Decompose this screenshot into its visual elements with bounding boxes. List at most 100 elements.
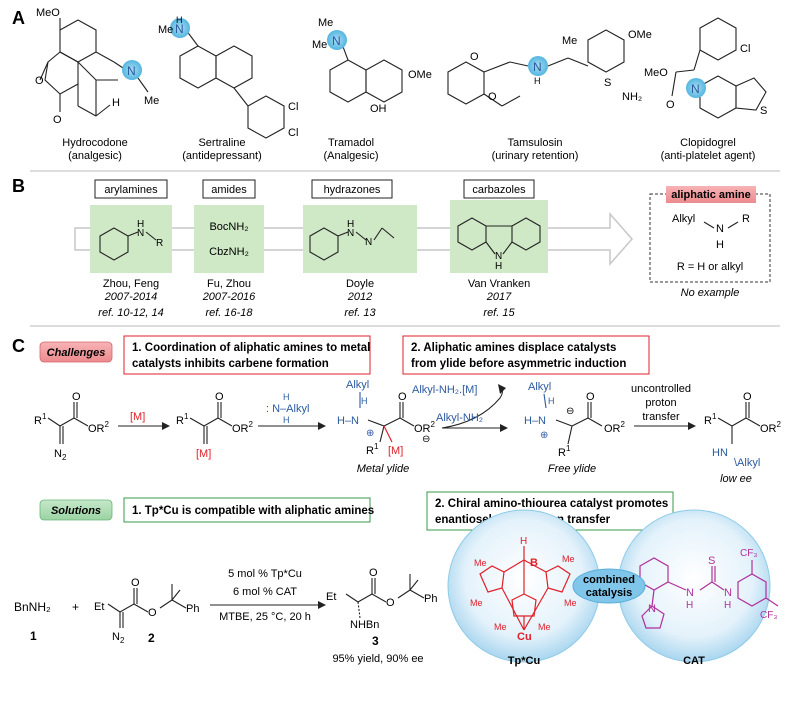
tpcu-label: Tp*Cu [508, 655, 540, 667]
condition-1: 5 mol % Tp*Cu [228, 568, 302, 580]
hydrocodone-structure [39, 18, 149, 117]
solution-1-text: 1. Tp*Cu is compatible with aliphatic am… [132, 505, 374, 517]
metal-label-1: [M] [130, 411, 145, 423]
free-ylide-h: H [548, 396, 555, 406]
challenges-tag [39, 341, 113, 363]
citation-authors-1: Zhou, Feng [103, 278, 159, 290]
free-ylide-r1: R1 [558, 444, 571, 459]
drug-use-3: (Analgesic) [323, 150, 378, 162]
sertraline-n: N [175, 22, 184, 36]
metal-ylide-o: O [398, 391, 407, 403]
tramadol-oh: OH [370, 103, 387, 115]
cat-n1: N [686, 587, 694, 599]
condition-3: MTBE, 25 °C, 20 h [219, 611, 311, 623]
drug-name-4: Tamsulosin [507, 137, 562, 149]
metal-ylide-alkyl: Alkyl [346, 379, 369, 391]
drug-name-5: Clopidogrel [680, 137, 736, 149]
low-ee-product-structure [717, 402, 761, 444]
metal-ylide-structure [359, 392, 415, 443]
tramadol-me2: Me [312, 39, 327, 51]
compound-2-n2: N2 [112, 631, 125, 645]
aliphatic-amine-header [666, 186, 756, 203]
compound-2-number: 2 [148, 631, 155, 645]
citation-years-3: 2012 [347, 291, 372, 303]
challenge-2-line-1: 2. Aliphatic amines displace catalysts [411, 342, 616, 354]
drug-use-1: (analgesic) [68, 150, 122, 162]
combined-line-1: combined [583, 574, 635, 586]
aliphatic-r: R [742, 213, 750, 225]
yield-text: 95% yield, 90% ee [332, 653, 423, 665]
tpcu-me-1: Me [474, 558, 487, 568]
product-or2: OR2 [760, 420, 782, 435]
tpcu-b: B [530, 557, 538, 569]
solution-1-box [123, 497, 371, 523]
hydrazone-n2: N [365, 237, 372, 248]
cat-label: CAT [683, 655, 705, 667]
uncontrolled-line-3: transfer [642, 411, 680, 423]
compound-2-ph: Ph [186, 603, 199, 615]
aliphatic-note: No example [681, 287, 740, 299]
tamsulosin-me: Me [562, 35, 577, 47]
sertraline-h: H [176, 15, 183, 25]
free-ylide-or2: OR2 [604, 420, 626, 435]
citation-authors-2: Fu, Zhou [207, 278, 251, 290]
category-label-4: carbazoles [472, 184, 526, 196]
clopidogrel-n: N [691, 82, 700, 96]
clopidogrel-o: O [666, 99, 675, 111]
tpcu-structure [479, 546, 571, 631]
challenge-2-line-2: from ylide before asymmetric induction [411, 358, 626, 370]
compound-2-o2: O [148, 607, 157, 619]
aliphatic-n: N [716, 223, 724, 235]
carbazole-structure [457, 217, 541, 255]
challenges-label: Challenges [47, 347, 106, 359]
tamsulosin-s: S [604, 77, 611, 89]
compound-2-et: Et [94, 601, 104, 613]
hydrocodone-ketone-o: O [53, 114, 62, 126]
hydrazone-structure [309, 227, 395, 261]
amine-input: Alkyl-NH₂ [436, 412, 483, 424]
card-carbazoles [450, 200, 548, 273]
product-3-et: Et [326, 591, 336, 603]
clopidogrel-meo: MeO [644, 67, 668, 79]
citation-years-2: 2007-2016 [202, 291, 256, 303]
product-r1: R1 [704, 412, 717, 427]
metal-ylide-label: Metal ylide [357, 463, 410, 475]
sertraline-me: Me [158, 24, 173, 36]
combined-line-2: catalysis [586, 587, 632, 599]
combined-catalysis-badge [572, 568, 646, 604]
tamsulosin-n: N [533, 60, 542, 74]
carbene-r1: R1 [176, 412, 189, 427]
hydrocodone-me: Me [144, 95, 159, 107]
metal-ylide-hn: H–N [337, 415, 359, 427]
clopidogrel-structure [671, 17, 767, 119]
tramadol-ome: OMe [408, 69, 432, 81]
carbene-metal: [M] [196, 448, 211, 460]
card-amides [194, 205, 264, 273]
citation-authors-4: Van Vranken [468, 278, 530, 290]
arylamine-r: R [156, 238, 163, 249]
citation-refs-1: ref. 10-12, 14 [98, 307, 163, 319]
tramadol-n: N [332, 34, 341, 48]
category-label-3: hydrazones [324, 184, 381, 196]
drug-name-1: Hydrocodone [62, 137, 127, 149]
cat-n2: N [724, 587, 732, 599]
hydrazone-n1: N [347, 228, 354, 239]
amide-line-1: BocNH₂ [209, 221, 248, 233]
condition-2: 6 mol % CAT [233, 586, 297, 598]
tamsulosin-o1: O [470, 51, 479, 63]
cat-h2: H [724, 600, 731, 611]
diazo-ester-structure [47, 402, 89, 444]
label-box-hydrazones [311, 179, 393, 199]
hydrocodone-h: H [112, 97, 120, 109]
free-ylide-structure [543, 393, 603, 445]
diazo-n2: N2 [54, 448, 67, 462]
metal-ylide-r1: R1 [366, 442, 379, 457]
tpcu-cu: Cu [517, 631, 532, 643]
label-box-arylamines [94, 179, 168, 199]
carbazole-h: H [495, 261, 502, 272]
card-hydrazones [303, 205, 417, 273]
compound-2-o1: O [131, 577, 140, 589]
metal-carbene-structure [189, 402, 233, 444]
cat-n3: N [648, 603, 656, 615]
